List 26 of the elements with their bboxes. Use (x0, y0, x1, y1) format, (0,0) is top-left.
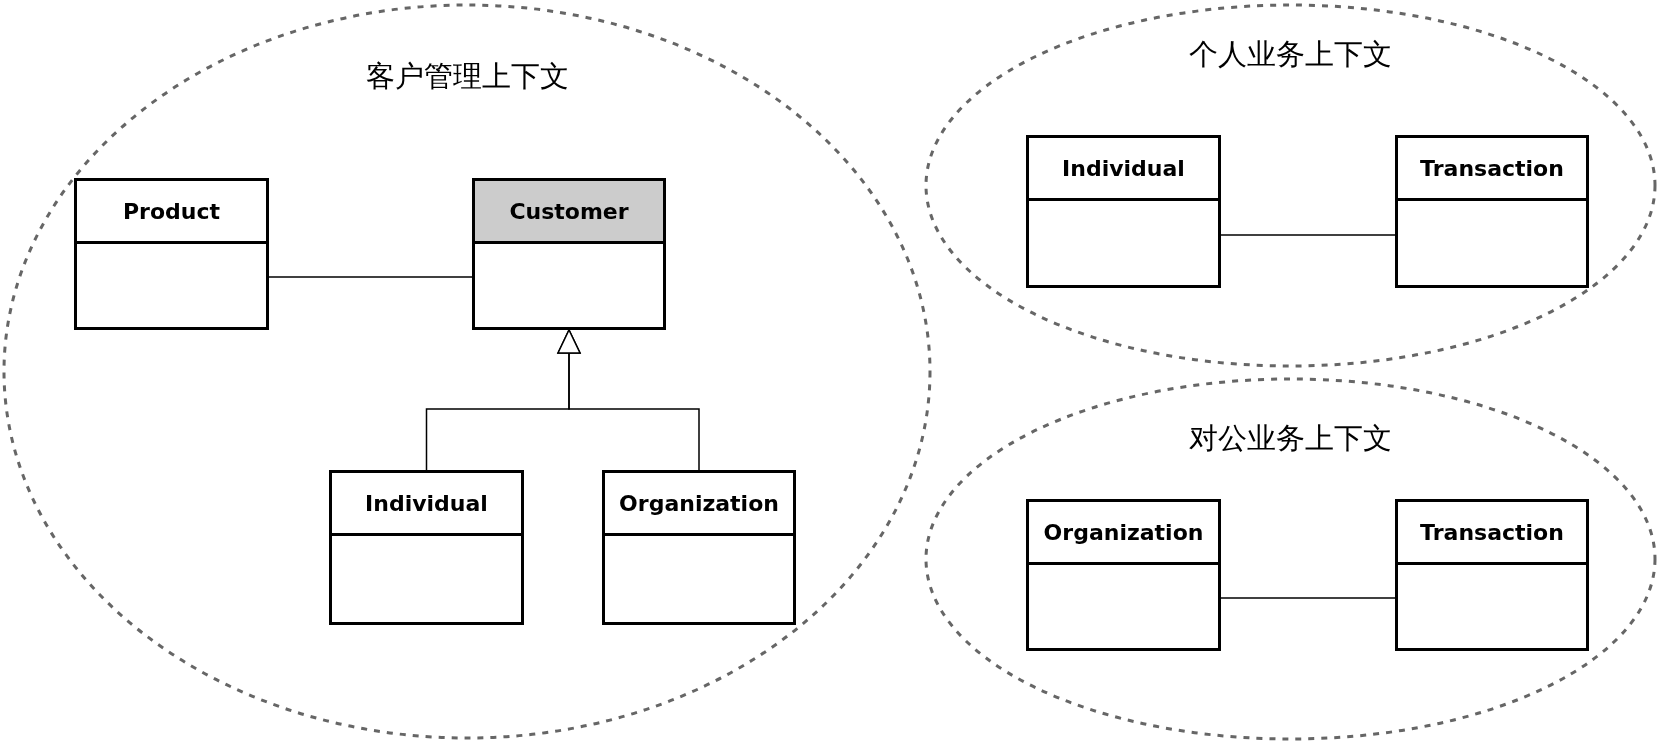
class-box (1395, 135, 1589, 288)
generalization-arrow (557, 329, 700, 471)
class-box (472, 178, 666, 330)
context-ellipse (2, 3, 932, 740)
class-box (1026, 499, 1221, 651)
context-title: 对公业务上下文 (1189, 420, 1392, 457)
class-name: Transaction (1420, 154, 1564, 183)
context-title: 个人业务上下文 (1189, 36, 1392, 73)
class-box (329, 470, 524, 625)
class-name: Organization (619, 489, 779, 518)
class-name: Individual (1062, 154, 1185, 183)
class-box (602, 470, 796, 625)
association-line (268, 276, 473, 278)
class-name: Individual (365, 489, 488, 518)
class-box (1395, 499, 1589, 651)
association-line (1220, 597, 1396, 599)
context-title: 客户管理上下文 (365, 58, 569, 95)
class-box (1026, 135, 1221, 288)
class-name: Product (122, 197, 221, 226)
class-name: Customer (509, 197, 629, 226)
association-line (1220, 234, 1396, 236)
class-name: Transaction (1420, 518, 1564, 547)
class-box (74, 178, 269, 330)
context-ellipse (924, 3, 1657, 368)
class-name: Organization (1043, 518, 1204, 547)
context-ellipse (924, 377, 1657, 741)
